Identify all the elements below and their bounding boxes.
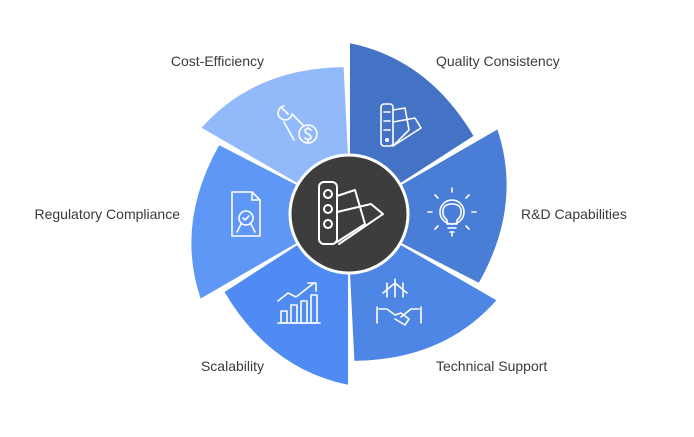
label-rd-capabilities: R&D Capabilities (521, 206, 627, 222)
certificate-icon (231, 191, 261, 237)
handshake-icon (376, 278, 422, 326)
color-swatch-icon (380, 103, 422, 147)
color-swatch-icon (318, 181, 384, 245)
growth-chart-icon (277, 282, 321, 324)
center-hub (288, 153, 410, 275)
label-scalability: Scalability (201, 358, 264, 374)
label-cost-efficiency: Cost-Efficiency (171, 53, 264, 69)
label-regulatory-compliance: Regulatory Compliance (34, 206, 180, 222)
label-quality-consistency: Quality Consistency (436, 53, 560, 69)
wrench-dollar-icon (277, 105, 318, 144)
wheel-segments (189, 40, 509, 388)
label-technical-support: Technical Support (436, 358, 547, 374)
gear-bulb-icon (427, 187, 477, 237)
